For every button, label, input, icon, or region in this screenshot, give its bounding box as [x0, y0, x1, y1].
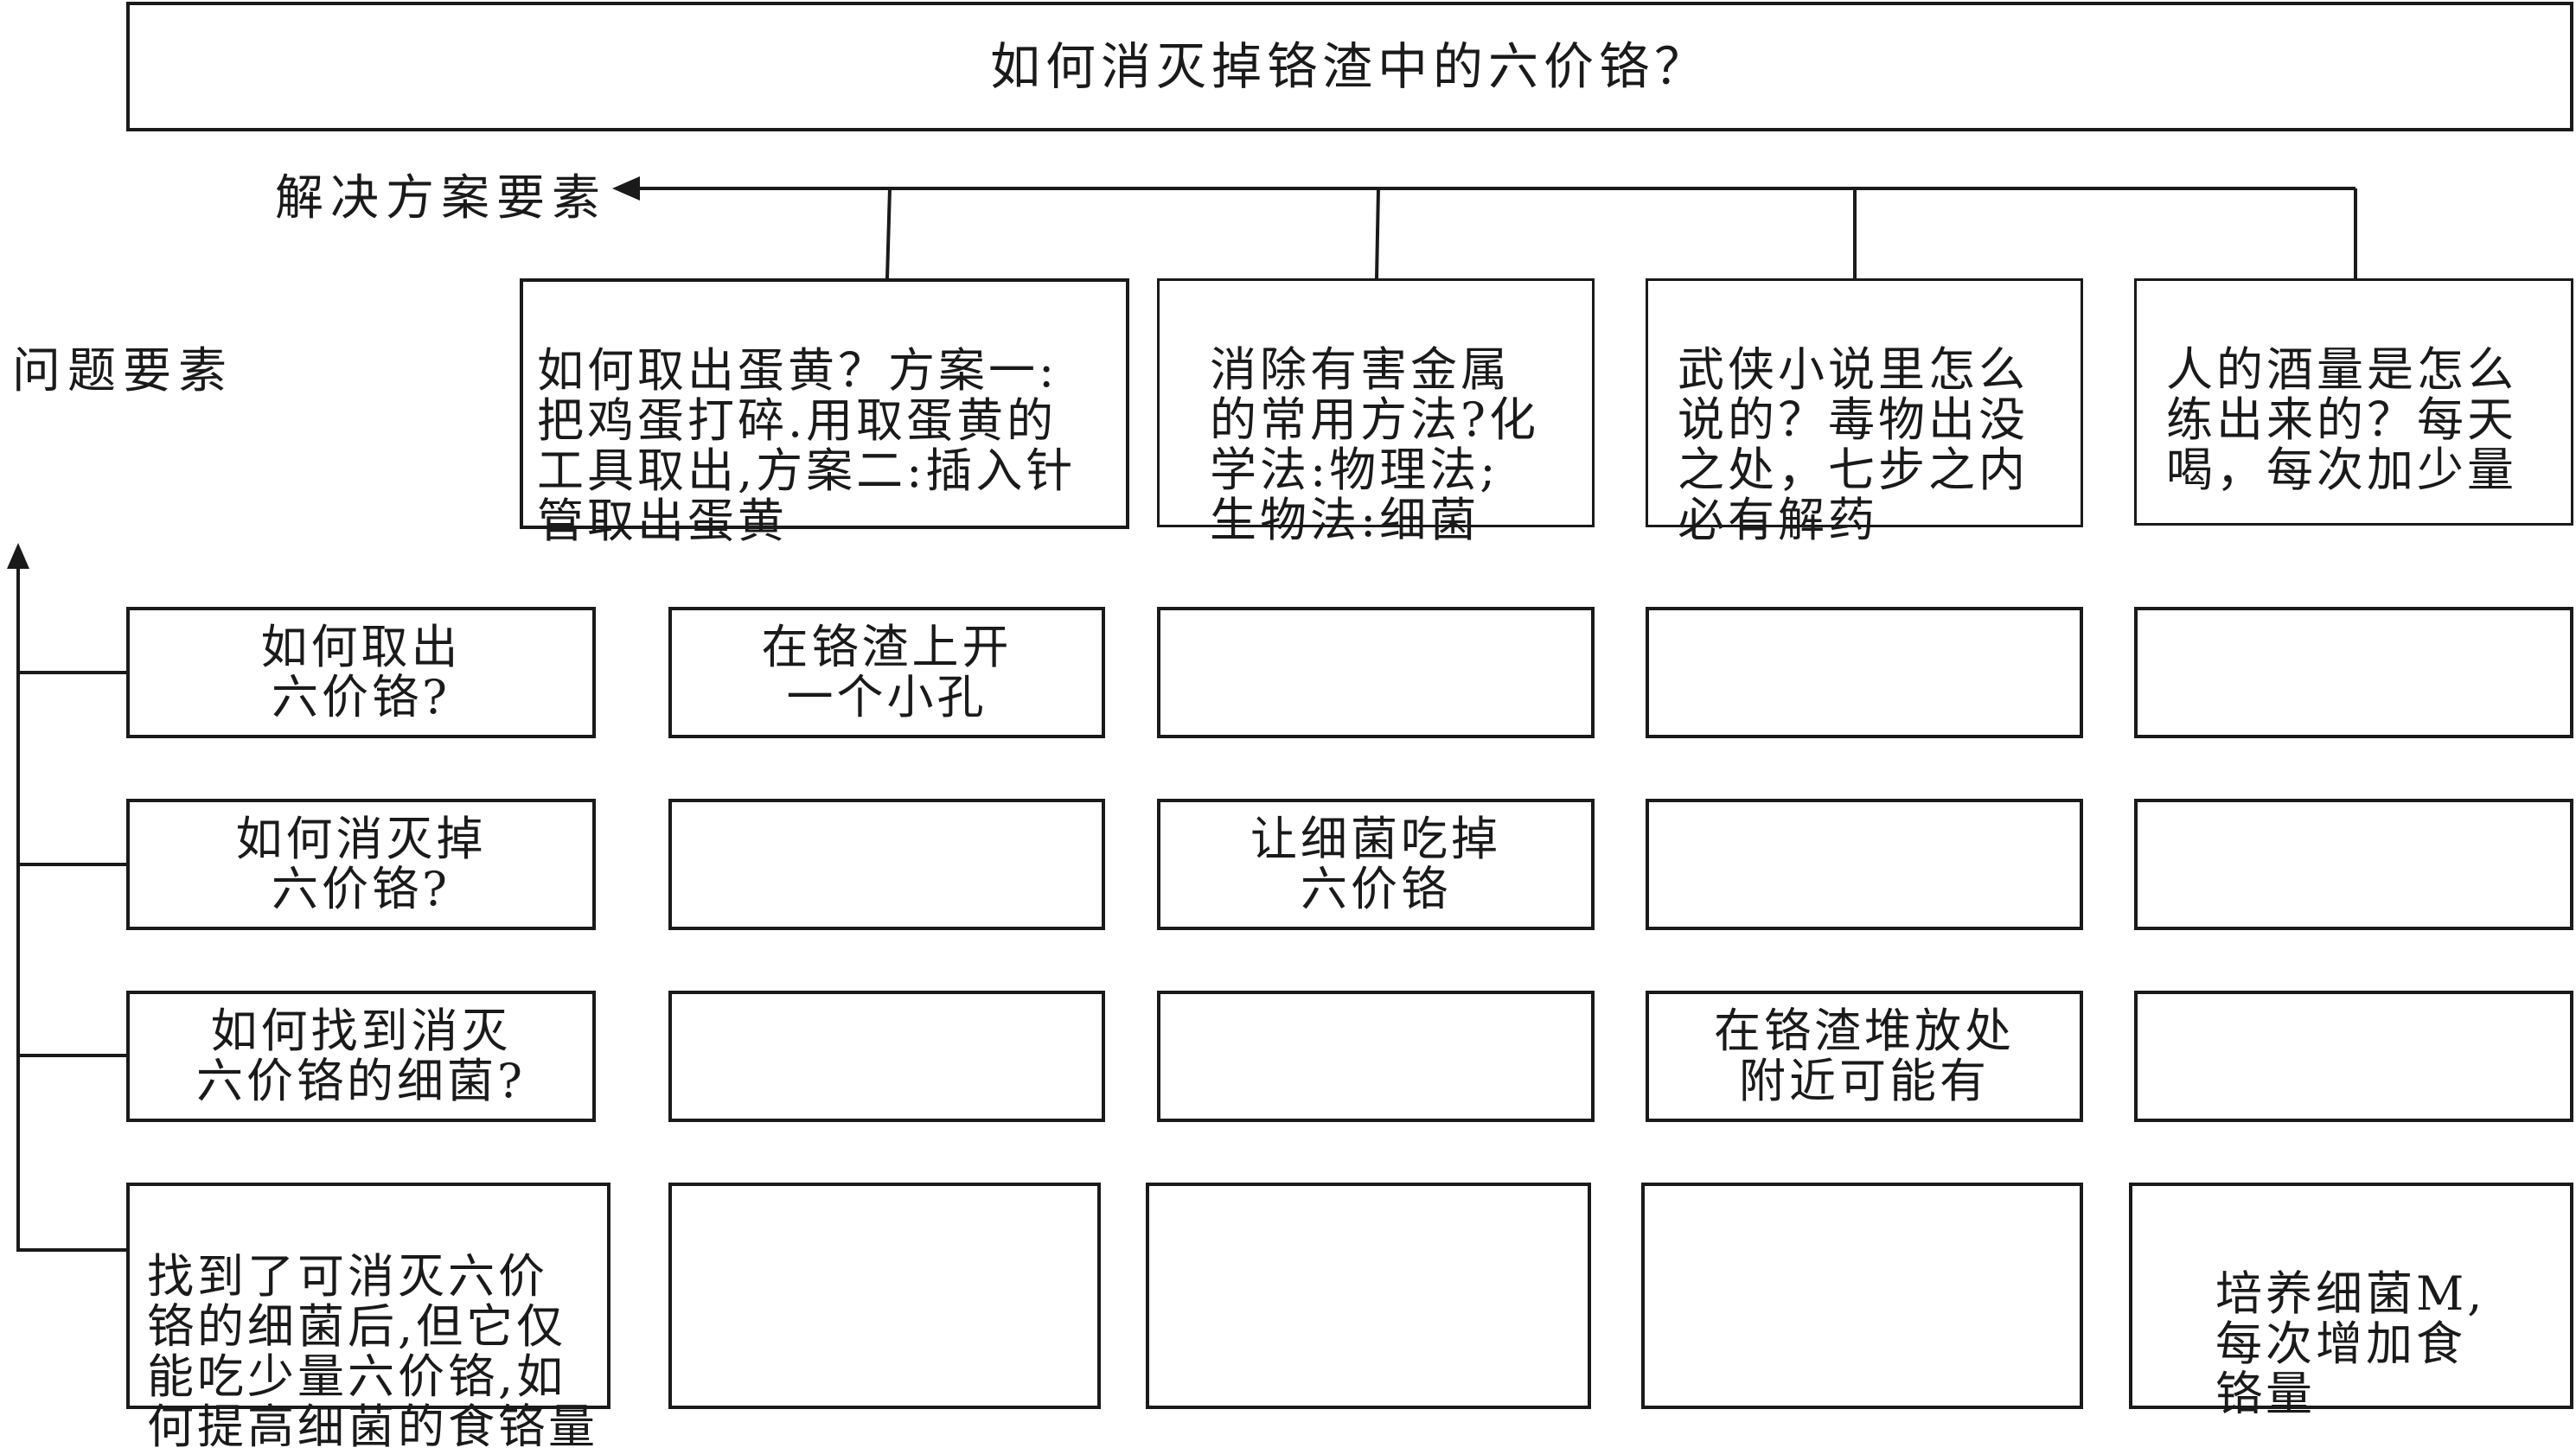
solution-text-4: 人的酒量是怎么 练出来的？每天 喝，每次加少量 — [2166, 342, 2517, 497]
cell-r1-c3 — [1646, 607, 2083, 738]
cell-r2-c1 — [668, 799, 1105, 930]
cell-r3-c2 — [1157, 991, 1595, 1122]
solution-axis-arrow — [612, 176, 640, 201]
problem-axis-label: 问题要素 — [12, 343, 233, 399]
title-box: 如何消灭掉铬渣中的六价铬？ — [126, 2, 2573, 131]
problem-box-2: 如何消灭掉 六价铬? — [126, 799, 596, 930]
cell-r1-c2 — [1157, 607, 1595, 738]
cell-text-r1-c1: 在铬渣上开 一个小孔 — [761, 620, 1013, 724]
solution-box-3: 武侠小说里怎么 说的？毒物出没 之处，七步之内 必有解药 — [1646, 278, 2083, 545]
problem-box-3: 如何找到消灭 六价铬的细菌? — [126, 991, 596, 1122]
connector-lines — [7, 176, 2357, 1252]
solution-text-2: 消除有害金属 的常用方法?化 学法:物理法; 生物法:细菌 — [1210, 342, 1539, 547]
cell-r4-c3 — [1641, 1183, 2083, 1409]
cell-r3-c1 — [668, 991, 1105, 1122]
problem-text-2: 如何消灭掉 六价铬? — [235, 812, 487, 916]
cell-r3-c3: 在铬渣堆放处 附近可能有 — [1646, 991, 2083, 1122]
solution-box-4: 人的酒量是怎么 练出来的？每天 喝，每次加少量 — [2134, 278, 2573, 526]
cell-text-r2-c2: 让细菌吃掉 六价铬 — [1250, 812, 1501, 916]
solution-axis-label: 解决方案要素 — [275, 170, 607, 226]
cell-r4-c2 — [1146, 1183, 1591, 1409]
cell-r4-c1 — [668, 1183, 1101, 1409]
problem-box-1: 如何取出 六价铬? — [126, 607, 596, 738]
drop-solution-1 — [885, 188, 892, 279]
cell-r2-c3 — [1646, 799, 2083, 930]
drop-solution-2 — [1375, 188, 1380, 279]
solution-box-1: 如何取出蛋黄？方案一: 把鸡蛋打碎.用取蛋黄的 工具取出,方案二:插入针 管取出… — [520, 278, 1129, 546]
solution-text-3: 武侠小说里怎么 说的？毒物出没 之处，七步之内 必有解药 — [1678, 342, 2029, 547]
cell-r4-c4: 培养细菌M, 每次增加食 铬量 — [2129, 1183, 2573, 1419]
problem-box-4: 找到了可消灭六价 铬的细菌后,但它仅 能吃少量六价铬,如 何提高细菌的食铬量 — [126, 1183, 610, 1452]
cell-r1-c1: 在铬渣上开 一个小孔 — [668, 607, 1105, 738]
solution-box-2: 消除有害金属 的常用方法?化 学法:物理法; 生物法:细菌 — [1157, 278, 1595, 545]
cell-r2-c2: 让细菌吃掉 六价铬 — [1157, 799, 1595, 930]
cell-r1-c4 — [2134, 607, 2573, 738]
cell-text-r4-c4: 培养细菌M, 每次增加食 铬量 — [2215, 1266, 2486, 1421]
problem-axis-arrow — [7, 543, 29, 569]
problem-text-3: 如何找到消灭 六价铬的细菌? — [196, 1004, 526, 1108]
problem-text-4: 找到了可消灭六价 铬的细菌后,但它仅 能吃少量六价铬,如 何提高细菌的食铬量 — [147, 1249, 598, 1454]
title-text: 如何消灭掉铬渣中的六价铬？ — [989, 37, 1710, 96]
cell-r2-c4 — [2134, 799, 2573, 930]
solution-text-1: 如何取出蛋黄？方案一: 把鸡蛋打碎.用取蛋黄的 工具取出,方案二:插入针 管取出… — [537, 343, 1077, 548]
cell-r3-c4 — [2134, 991, 2573, 1122]
cell-text-r3-c3: 在铬渣堆放处 附近可能有 — [1714, 1004, 2015, 1108]
problem-text-1: 如何取出 六价铬? — [260, 620, 462, 724]
